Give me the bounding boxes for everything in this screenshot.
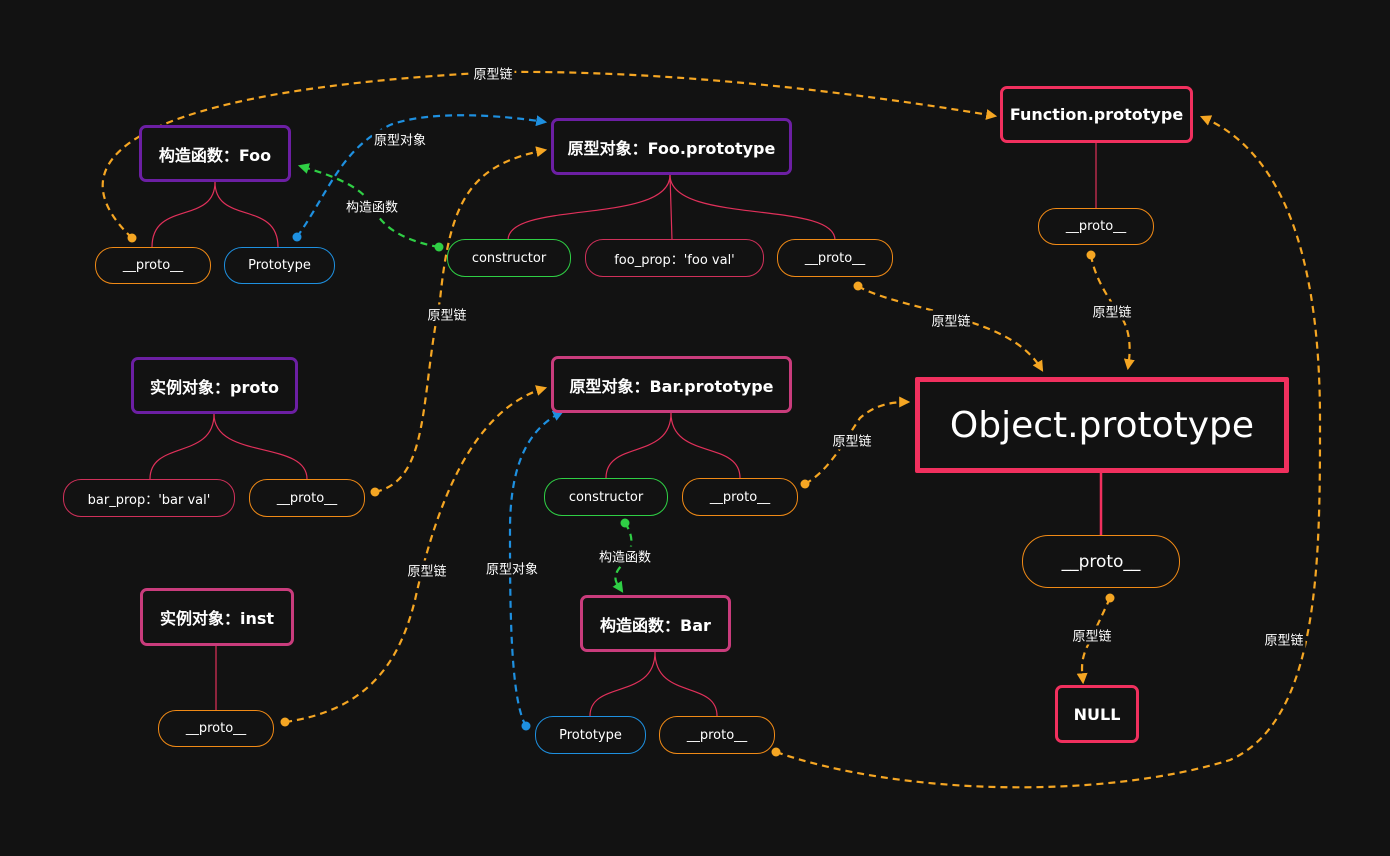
prop-foo-ctor-prototype[interactable]: Prototype bbox=[224, 247, 335, 284]
prop-inst-proto[interactable]: __proto__ bbox=[158, 710, 274, 747]
node-object-prototype[interactable]: Object.prototype bbox=[915, 377, 1289, 473]
constructor-edges bbox=[297, 163, 633, 593]
prototype-edges bbox=[296, 114, 564, 727]
edge-bar-prototype-link bbox=[508, 410, 564, 727]
node-bar-prototype[interactable]: 原型对象：Bar.prototype bbox=[551, 356, 792, 413]
label-foo-proto-to-object: 原型链 bbox=[929, 310, 973, 330]
edge-object-to-null bbox=[1076, 597, 1112, 685]
dot-foo-proto-to-object bbox=[853, 281, 863, 291]
prop-foo-proto-proto[interactable]: __proto__ bbox=[777, 239, 893, 277]
prop-foo-proto-constructor[interactable]: constructor bbox=[447, 239, 571, 277]
node-function-prototype[interactable]: Function.prototype bbox=[1000, 86, 1193, 143]
label-bar-prototype-link: 原型对象 bbox=[483, 558, 541, 578]
node-null[interactable]: NULL bbox=[1055, 685, 1139, 743]
edge-foo-prototype-link bbox=[296, 114, 548, 238]
label-proto-to-foo-proto: 原型链 bbox=[425, 304, 469, 324]
tree-instance-proto-left bbox=[149, 413, 215, 480]
label-object-to-null: 原型链 bbox=[1070, 625, 1114, 645]
prop-foo-prop[interactable]: foo_prop：'foo val' bbox=[585, 239, 764, 277]
tree-foo-proto-mid bbox=[669, 174, 673, 241]
node-foo-constructor[interactable]: 构造函数：Foo bbox=[139, 125, 291, 182]
tree-bar-ctor-left bbox=[589, 651, 656, 717]
edge-inst-to-bar-proto bbox=[284, 385, 548, 724]
edge-bar-proto-to-object bbox=[804, 396, 911, 485]
prop-bar-ctor-prototype[interactable]: Prototype bbox=[535, 716, 646, 754]
dot-bar-proto-to-object bbox=[800, 479, 810, 489]
prop-bar-prop[interactable]: bar_prop：'bar val' bbox=[63, 479, 235, 517]
label-bar-proto-to-object: 原型链 bbox=[830, 430, 874, 450]
label-foo-constructor-link: 构造函数 bbox=[343, 196, 401, 216]
label-foo-prototype-link: 原型对象 bbox=[371, 129, 429, 149]
tree-foo-proto-left bbox=[507, 174, 671, 241]
label-func-to-object: 原型链 bbox=[1090, 301, 1134, 321]
edge-foo-proto-to-object bbox=[857, 285, 1044, 372]
edge-foo-constructor-link bbox=[297, 163, 440, 249]
tree-foo-ctor-left bbox=[151, 181, 216, 248]
dot-inst-to-bar-proto bbox=[280, 717, 290, 727]
dot-foo-constructor-link bbox=[434, 242, 444, 252]
node-bar-constructor[interactable]: 构造函数：Bar bbox=[580, 595, 731, 652]
dot-bar-constructor-link bbox=[620, 518, 630, 528]
prop-func-proto-proto[interactable]: __proto__ bbox=[1038, 208, 1154, 245]
prop-foo-ctor-proto[interactable]: __proto__ bbox=[95, 247, 211, 284]
dot-proto-to-foo-proto bbox=[370, 487, 380, 497]
dot-bar-prototype-link bbox=[521, 721, 531, 731]
tree-foo-ctor-right bbox=[214, 181, 279, 248]
prop-instance-proto-proto[interactable]: __proto__ bbox=[249, 479, 365, 517]
prop-bar-ctor-proto[interactable]: __proto__ bbox=[659, 716, 775, 754]
prop-bar-proto-constructor[interactable]: constructor bbox=[544, 478, 668, 516]
tree-instance-proto-right bbox=[213, 413, 308, 480]
tree-bar-ctor-right bbox=[654, 651, 718, 717]
node-instance-proto[interactable]: 实例对象：proto bbox=[131, 357, 298, 414]
label-bar-constructor-link: 构造函数 bbox=[596, 546, 654, 566]
tree-connectors bbox=[149, 143, 1103, 717]
dot-func-to-object bbox=[1086, 250, 1096, 260]
label-inst-to-bar-proto: 原型链 bbox=[405, 560, 449, 580]
dot-foo-prototype-link bbox=[292, 232, 302, 242]
dot-chain-top bbox=[127, 233, 137, 243]
prop-object-proto-proto[interactable]: __proto__ bbox=[1022, 535, 1180, 588]
dot-bar-ctor-to-function bbox=[771, 747, 781, 757]
label-bar-ctor-to-function: 原型链 bbox=[1262, 629, 1306, 649]
edge-bar-constructor-link bbox=[612, 522, 633, 593]
edge-proto-to-foo-proto bbox=[374, 146, 548, 494]
tree-bar-proto-left bbox=[605, 412, 672, 479]
prop-bar-proto-proto[interactable]: __proto__ bbox=[682, 478, 798, 516]
dot-object-to-null bbox=[1105, 593, 1115, 603]
edge-start-dots bbox=[127, 232, 1115, 757]
tree-foo-proto-right bbox=[669, 174, 836, 241]
label-chain-top: 原型链 bbox=[471, 63, 515, 83]
tree-bar-proto-right bbox=[670, 412, 741, 479]
node-instance-inst[interactable]: 实例对象：inst bbox=[140, 588, 294, 646]
node-foo-prototype[interactable]: 原型对象：Foo.prototype bbox=[551, 118, 792, 175]
